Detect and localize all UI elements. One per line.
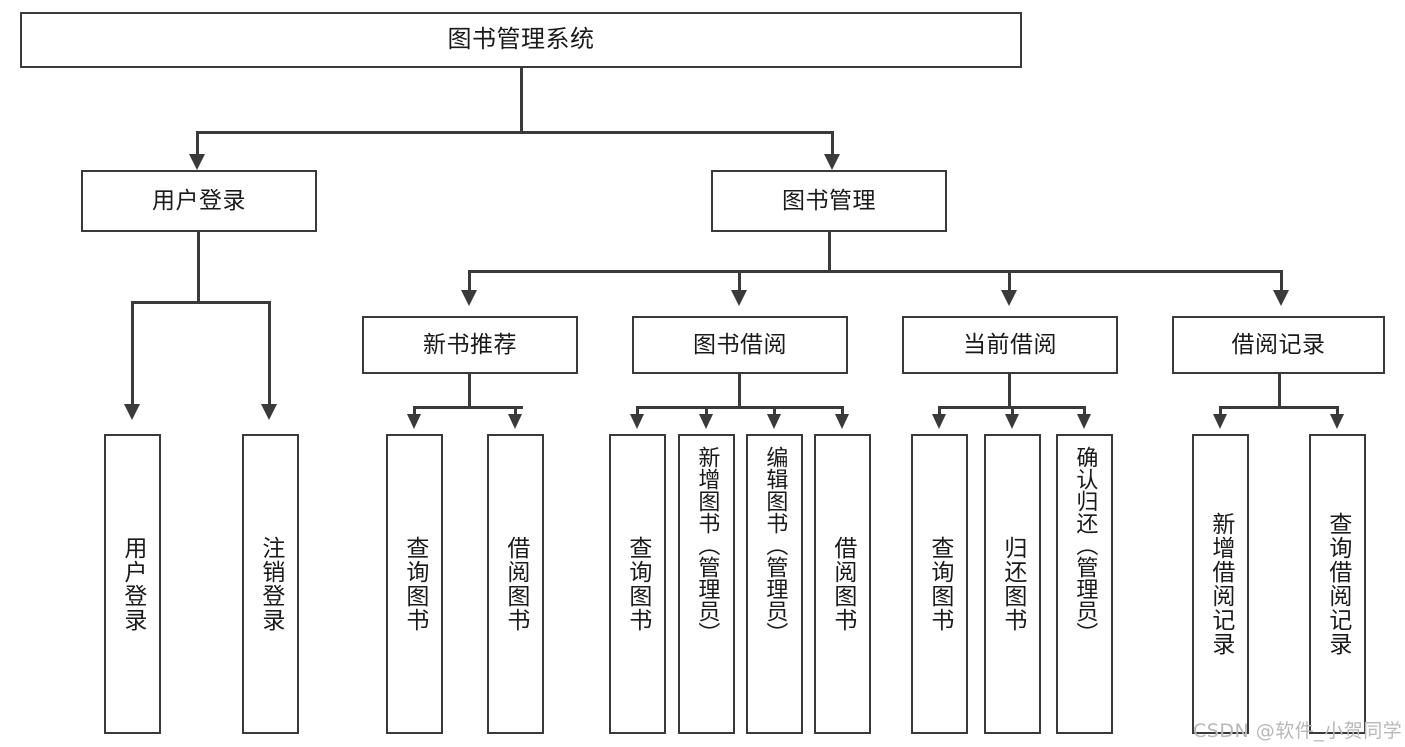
edge-bb-drop-2 (705, 406, 708, 415)
node-leaf-edit-book[interactable]: 编辑图书（管理员） (746, 434, 803, 734)
node-leaf-edit-book-label: 编辑图书（管理员） (762, 446, 788, 644)
node-book-borrow-label: 图书借阅 (693, 331, 787, 358)
arrowhead-leaf-borrow-book-1 (508, 414, 522, 429)
arrowhead-leaf-query-book-1 (407, 414, 421, 429)
arrowhead-leaf-confirm-return (1077, 414, 1091, 429)
node-leaf-add-book[interactable]: 新增图书（管理员） (678, 434, 735, 734)
edge-cb-drop-3 (1083, 406, 1086, 415)
node-root[interactable]: 图书管理系统 (20, 12, 1022, 68)
node-new-book-recommend[interactable]: 新书推荐 (362, 316, 578, 374)
edge-bb-drop-4 (841, 406, 844, 415)
node-user-login-label: 用户登录 (152, 187, 246, 214)
node-leaf-query-book-2[interactable]: 查询图书 (609, 434, 666, 734)
node-leaf-return-book-label: 归还图书 (999, 536, 1026, 632)
arrowhead-leaf-user-logout (261, 404, 277, 420)
node-leaf-add-borrow-record[interactable]: 新增借阅记录 (1192, 434, 1249, 734)
node-borrow-record[interactable]: 借阅记录 (1172, 316, 1385, 374)
node-leaf-borrow-book-1[interactable]: 借阅图书 (487, 434, 544, 734)
csdn-watermark: CSDN @软件_小贺同学 (1193, 720, 1403, 742)
arrowhead-current-borrow (1001, 290, 1017, 306)
edge-bb-drop-3 (773, 406, 776, 415)
node-leaf-query-book-3-label: 查询图书 (926, 536, 953, 632)
edge-root-to-user-login (196, 131, 199, 156)
arrowhead-leaf-add-book (699, 414, 713, 429)
arrowhead-book-manage (824, 154, 840, 170)
edge-br-bus (1219, 406, 1338, 409)
edge-br-trunk (1278, 374, 1281, 408)
node-leaf-user-logout[interactable]: 注销登录 (242, 434, 299, 734)
node-leaf-query-borrow-record-label: 查询借阅记录 (1324, 512, 1351, 656)
edge-cb-drop-1 (938, 406, 941, 415)
edge-book-manage-bus (468, 270, 1280, 273)
arrowhead-leaf-edit-book (767, 414, 781, 429)
node-leaf-query-book-3[interactable]: 查询图书 (911, 434, 968, 734)
node-leaf-confirm-return-label: 确认归还（管理员） (1072, 446, 1098, 644)
node-leaf-borrow-book-1-label: 借阅图书 (502, 536, 529, 632)
node-new-book-recommend-label: 新书推荐 (423, 331, 517, 358)
node-book-manage-label: 图书管理 (782, 187, 876, 214)
edge-bm-drop-2 (738, 270, 741, 292)
edge-root-to-book-manage (831, 131, 834, 156)
node-root-label: 图书管理系统 (447, 25, 595, 54)
arrowhead-leaf-return-book (1005, 414, 1019, 429)
node-current-borrow[interactable]: 当前借阅 (902, 316, 1118, 374)
edge-user-login-bus (131, 301, 270, 304)
edge-nbr-bus (413, 406, 523, 409)
edge-bm-drop-3 (1008, 270, 1011, 292)
node-leaf-query-book-1-label: 查询图书 (401, 536, 428, 632)
node-leaf-confirm-return[interactable]: 确认归还（管理员） (1056, 434, 1113, 734)
edge-cb-drop-2 (1011, 406, 1014, 415)
node-leaf-add-borrow-record-label: 新增借阅记录 (1207, 512, 1234, 656)
edge-bm-drop-4 (1280, 270, 1283, 292)
node-leaf-add-book-label: 新增图书（管理员） (694, 446, 720, 644)
edge-bb-drop-1 (636, 406, 639, 415)
node-user-login[interactable]: 用户登录 (81, 170, 317, 232)
arrowhead-book-borrow (731, 290, 747, 306)
edge-bb-trunk (738, 374, 741, 408)
edge-bb-bus (636, 406, 843, 409)
node-leaf-borrow-book-2-label: 借阅图书 (829, 536, 856, 632)
node-leaf-user-login-label: 用户登录 (119, 536, 146, 632)
arrowhead-new-book-recommend (461, 290, 477, 306)
edge-nbr-drop-2 (514, 406, 517, 415)
arrowhead-leaf-user-login (124, 404, 140, 420)
node-leaf-query-book-1[interactable]: 查询图书 (386, 434, 443, 734)
node-current-borrow-label: 当前借阅 (963, 331, 1057, 358)
edge-user-login-trunk (197, 232, 200, 303)
arrowhead-leaf-query-book-2 (630, 414, 644, 429)
node-book-manage[interactable]: 图书管理 (711, 170, 947, 232)
node-leaf-return-book[interactable]: 归还图书 (984, 434, 1041, 734)
edge-nbr-drop-1 (413, 406, 416, 415)
edge-nbr-trunk (468, 374, 471, 408)
node-leaf-user-login[interactable]: 用户登录 (104, 434, 161, 734)
node-leaf-borrow-book-2[interactable]: 借阅图书 (814, 434, 871, 734)
arrowhead-user-login (189, 154, 205, 170)
edge-br-drop-2 (1336, 406, 1339, 415)
edge-bm-drop-1 (468, 270, 471, 292)
edge-user-login-drop-1 (131, 301, 134, 405)
node-leaf-query-book-2-label: 查询图书 (624, 536, 651, 632)
arrowhead-leaf-add-borrow-record (1213, 414, 1227, 429)
node-leaf-user-logout-label: 注销登录 (257, 536, 284, 632)
arrowhead-leaf-query-book-3 (932, 414, 946, 429)
edge-root-bus (196, 131, 834, 134)
node-borrow-record-label: 借阅记录 (1231, 331, 1326, 358)
edge-br-drop-1 (1219, 406, 1222, 415)
arrowhead-leaf-borrow-book-2 (835, 414, 849, 429)
edge-root-trunk (520, 68, 523, 132)
edge-user-login-drop-2 (268, 301, 271, 405)
node-leaf-query-borrow-record[interactable]: 查询借阅记录 (1309, 434, 1366, 734)
edge-book-manage-trunk (828, 232, 831, 272)
edge-cb-trunk (1008, 374, 1011, 408)
node-book-borrow[interactable]: 图书借阅 (632, 316, 848, 374)
arrowhead-leaf-query-borrow-record (1330, 414, 1344, 429)
arrowhead-borrow-record (1273, 290, 1289, 306)
